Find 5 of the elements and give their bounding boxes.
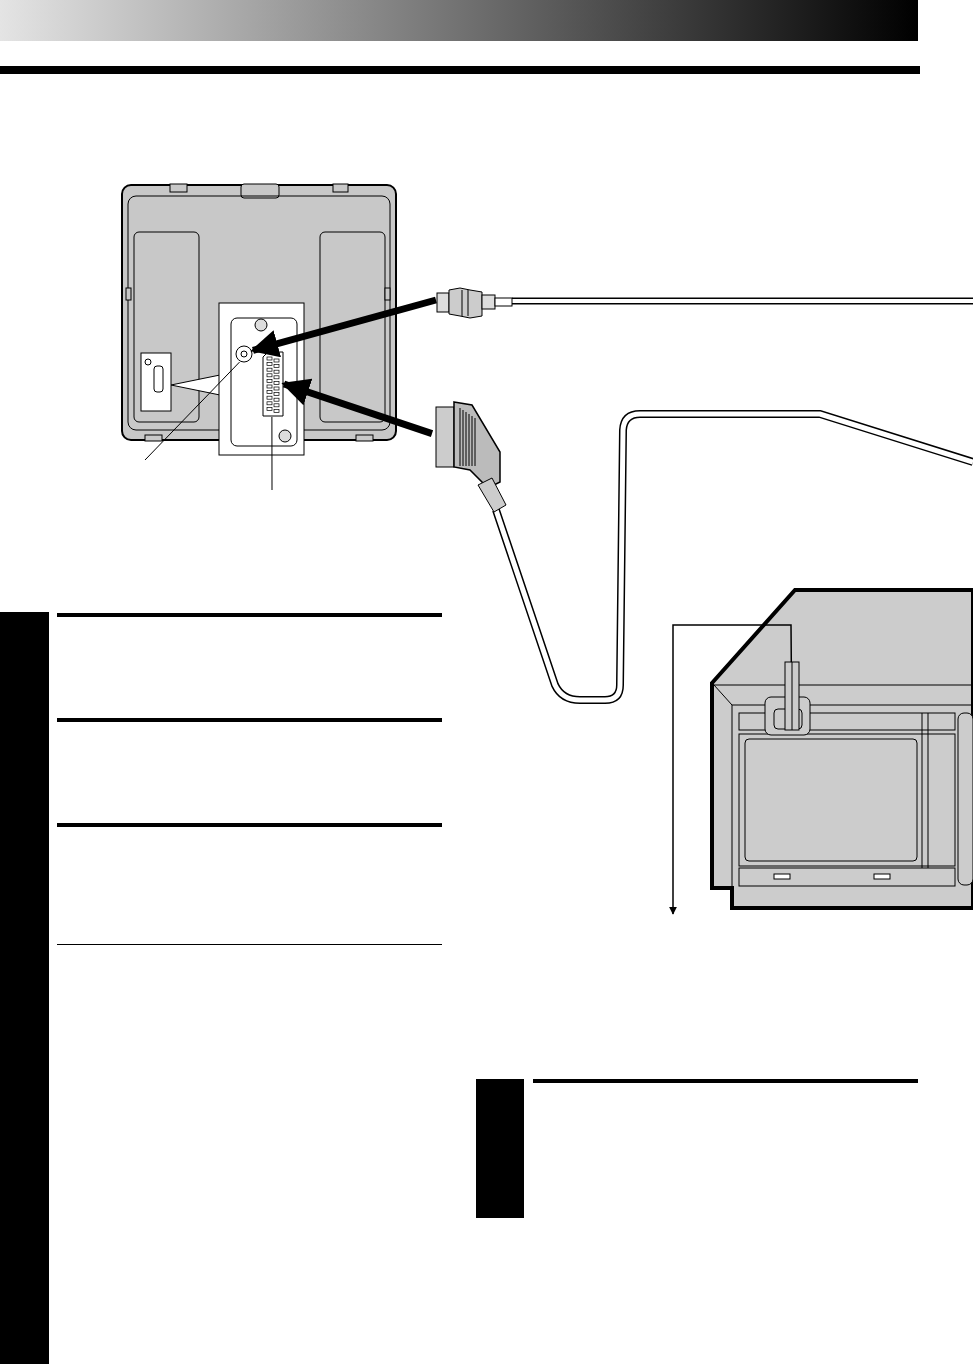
arrow [250, 296, 437, 358]
leader-line [271, 416, 273, 491]
leader-line [144, 361, 240, 461]
arrow [669, 624, 793, 915]
arrow [281, 378, 434, 437]
